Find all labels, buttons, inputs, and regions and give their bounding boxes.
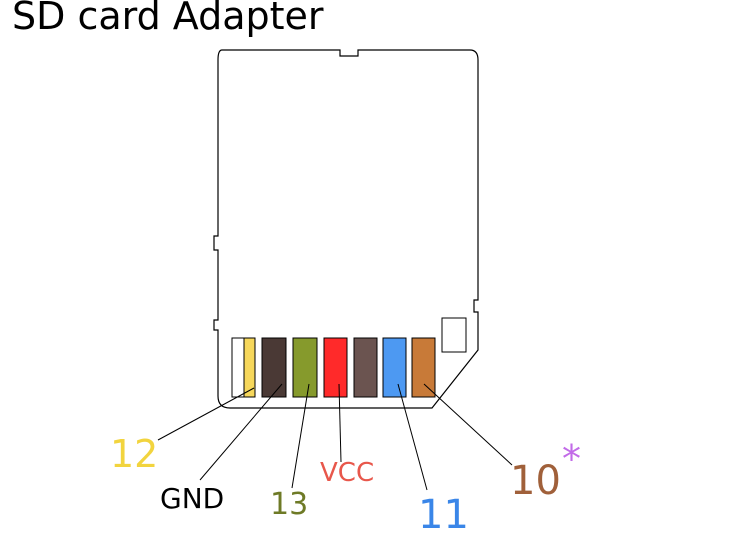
label-10: 10 bbox=[510, 458, 561, 504]
pin-2 bbox=[261, 337, 287, 398]
pin-5 bbox=[353, 337, 378, 398]
label-vcc: VCC bbox=[320, 458, 374, 488]
write-protect-window bbox=[441, 317, 467, 353]
diagram-title: SD card Adapter bbox=[12, 0, 324, 38]
label-asterisk: * bbox=[562, 437, 581, 481]
leader-10 bbox=[423, 383, 513, 466]
label-11: 11 bbox=[418, 492, 469, 538]
leader-gnd bbox=[199, 383, 283, 481]
pin-1-right bbox=[243, 337, 256, 398]
label-12: 12 bbox=[110, 432, 158, 476]
pin-3 bbox=[292, 337, 318, 398]
label-13: 13 bbox=[270, 487, 308, 522]
pin-7 bbox=[411, 337, 436, 398]
leader-12 bbox=[157, 387, 255, 441]
pin-4 bbox=[323, 337, 348, 398]
leader-13 bbox=[291, 383, 310, 489]
leader-vcc bbox=[338, 383, 342, 463]
sd-card-outline bbox=[213, 49, 479, 409]
leader-11 bbox=[397, 383, 428, 491]
label-gnd: GND bbox=[160, 482, 224, 515]
pin-1-left bbox=[231, 337, 245, 398]
pin-6 bbox=[382, 337, 407, 398]
